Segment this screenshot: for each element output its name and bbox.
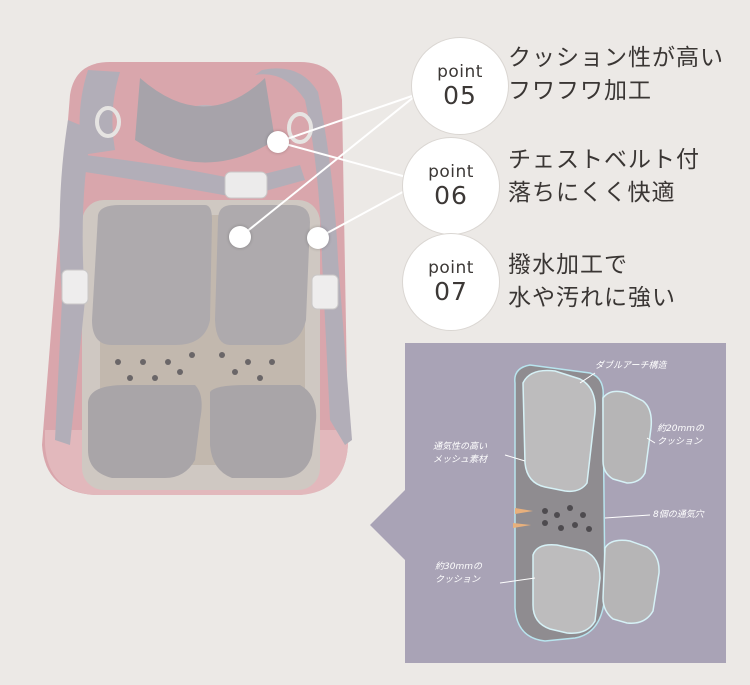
point-07-caption: 撥水加工で 水や汚れに強い [508,249,676,315]
label-double-arch: ダブルアーチ構造 [595,361,667,371]
point-05-caption: クッション性が高い フワフワ加工 [508,42,724,108]
caption-line: チェストベルト付 [508,147,700,173]
caption-line: 水や汚れに強い [508,285,676,311]
point-badge-07: point 07 [403,234,499,330]
caption-line: 撥水加工で [508,252,628,278]
label-line: 約30mmの [435,562,482,572]
caption-line: クッション性が高い [508,45,724,71]
label-cushion-30mm: 約30mmの クッション [435,561,482,587]
marker-chest-belt [267,131,289,153]
label-line: メッシュ素材 [433,455,488,465]
point-number: 07 [434,277,468,306]
caption-line: フワフワ加工 [508,78,652,104]
label-line: 通気性の高い [433,442,488,452]
point-word: point [428,162,474,182]
marker-strap [307,227,329,249]
caption-line: 落ちにくく快適 [508,180,676,206]
label-cushion-20mm: 約20mmの クッション [657,423,704,449]
back-panel-cutaway-image [499,364,660,642]
label-line: クッション [657,437,703,447]
point-number: 06 [434,181,468,210]
point-number: 05 [443,81,477,110]
point-word: point [437,62,483,82]
point-badge-05: point 05 [412,38,508,134]
point-06-caption: チェストベルト付 落ちにくく快適 [508,144,700,210]
label-line: 約20mmの [657,424,704,434]
back-panel-detail-inset: ダブルアーチ構造 約20mmの クッション 通気性の高い メッシュ素材 8個の通… [405,343,726,663]
label-mesh: 通気性の高い メッシュ素材 [433,441,487,467]
point-badge-06: point 06 [403,138,499,234]
marker-back-cushion [229,226,251,248]
label-vent-holes: 8個の通気穴 [653,510,704,520]
label-line: クッション [435,575,481,585]
point-word: point [428,258,474,278]
